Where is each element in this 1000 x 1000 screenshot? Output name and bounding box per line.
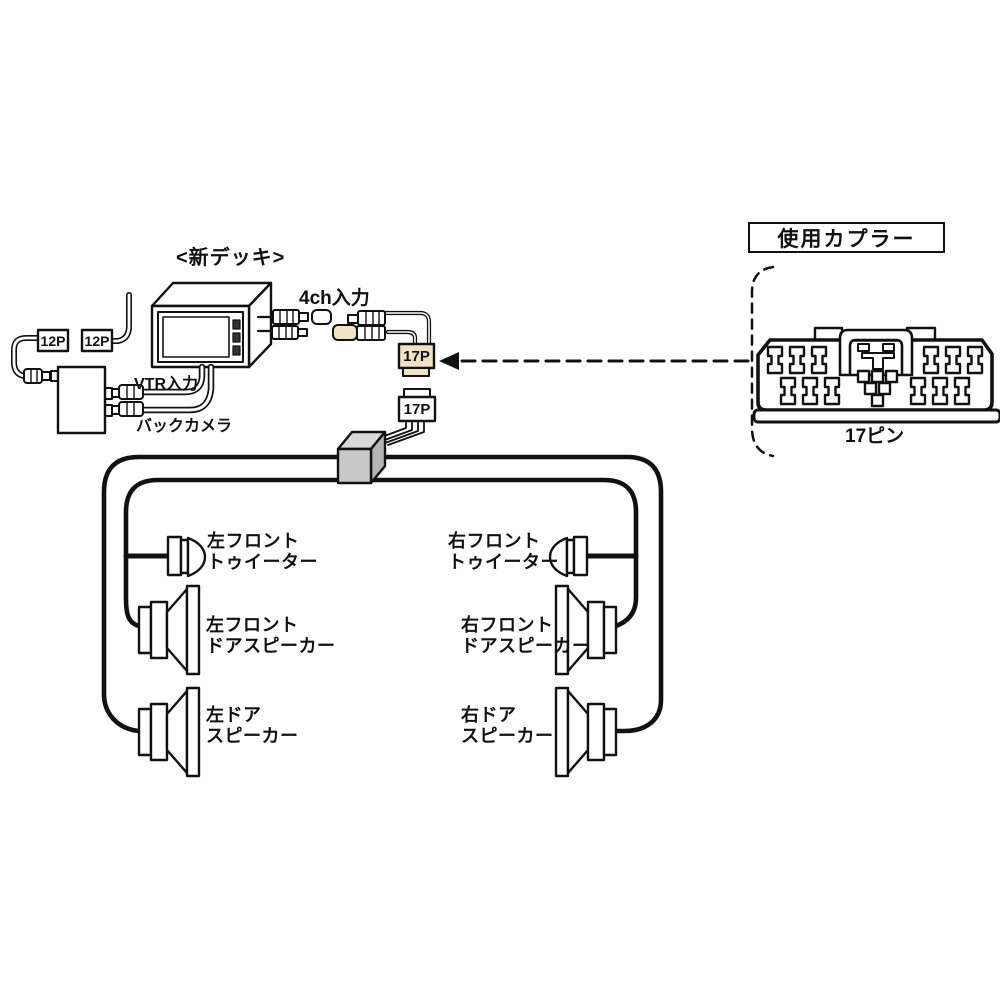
4ch-input-wires bbox=[383, 310, 432, 347]
vtr-backcamera-wires bbox=[139, 363, 215, 414]
17p-connector-upper bbox=[397, 342, 436, 377]
right-12p-wire bbox=[107, 292, 132, 344]
label-right-front-tweeter: 右フロント トゥイーター bbox=[448, 531, 559, 572]
deck-illustration bbox=[150, 281, 273, 369]
deck-rca-plugs bbox=[256, 309, 332, 340]
12p-connector-left bbox=[36, 328, 70, 353]
coupler-panel-title: 使用カプラー bbox=[748, 222, 945, 253]
label-right-front-door: 右フロント ドアスピーカー bbox=[461, 615, 591, 656]
left-12p-wire bbox=[11, 335, 41, 379]
speaker-harness-wires bbox=[101, 454, 664, 734]
right-front-tweeter-icon bbox=[548, 535, 589, 578]
deck-title: <新デッキ> bbox=[176, 247, 286, 269]
label-back-camera: バックカメラ bbox=[136, 418, 233, 435]
label-17p-lower: 17P bbox=[403, 400, 431, 418]
label-left-door: 左ドア スピーカー bbox=[206, 705, 299, 746]
pointer-arrow bbox=[439, 352, 754, 370]
right-front-door-speaker-icon bbox=[554, 584, 618, 676]
label-right-door: 右ドア スピーカー bbox=[461, 705, 554, 746]
label-12p-left: 12P bbox=[40, 332, 66, 349]
12p-connector-right bbox=[80, 328, 114, 353]
label-4ch-input: 4ch入力 bbox=[299, 288, 370, 309]
harness-junction-box bbox=[336, 430, 387, 485]
vtr-rca-plug bbox=[110, 384, 144, 400]
harness-lead-wires bbox=[378, 420, 425, 446]
left-12p-rca-plug bbox=[23, 368, 51, 384]
left-front-door-speaker-icon bbox=[137, 584, 201, 676]
adapter-box bbox=[50, 365, 113, 435]
coupler-pin-slots bbox=[766, 345, 984, 408]
label-12p-right: 12P bbox=[84, 332, 110, 349]
left-door-speaker-icon bbox=[137, 686, 201, 778]
label-17p-upper: 17P bbox=[403, 347, 430, 365]
17p-connector-lower bbox=[397, 388, 437, 423]
coupler-pin-count: 17ピン bbox=[845, 426, 905, 447]
harness-rca-plugs bbox=[332, 310, 386, 341]
back-camera-rca-plug bbox=[110, 401, 144, 417]
right-door-speaker-icon bbox=[554, 686, 618, 778]
label-left-front-tweeter: 左フロント トゥイーター bbox=[207, 531, 318, 572]
left-front-tweeter-icon bbox=[166, 535, 207, 578]
label-vtr-input: VTR入力 bbox=[134, 376, 199, 393]
coupler-17pin-illustration bbox=[752, 326, 1000, 424]
coupler-bracket bbox=[750, 265, 775, 458]
label-left-front-door: 左フロント ドアスピーカー bbox=[206, 615, 336, 656]
